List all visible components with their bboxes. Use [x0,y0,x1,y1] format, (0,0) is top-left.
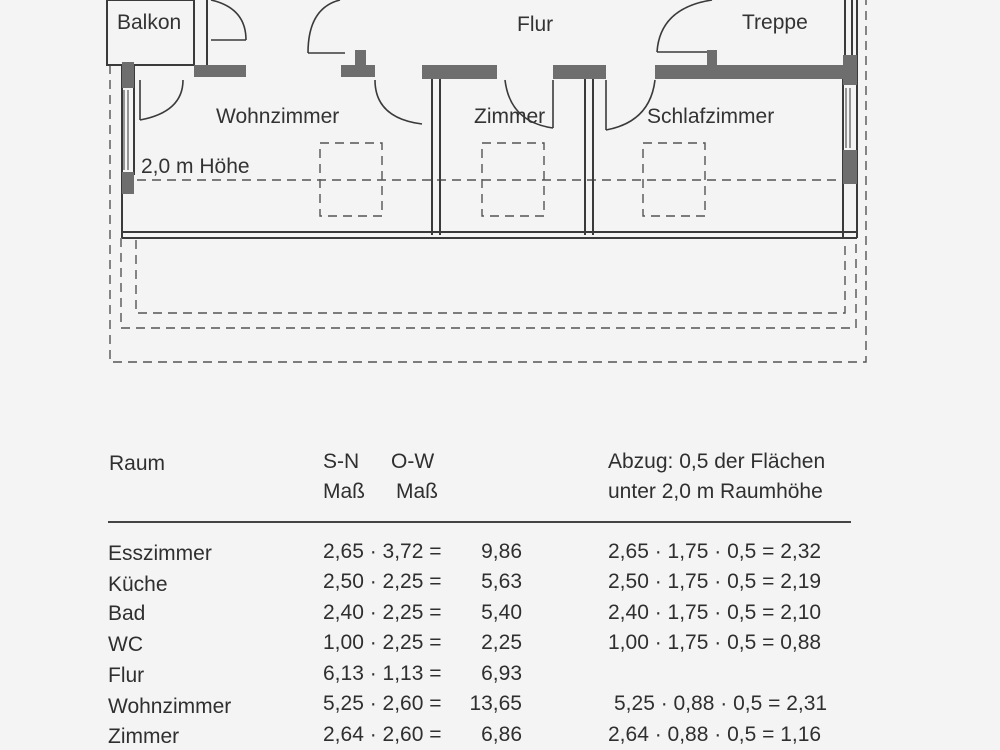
door-schlaf [605,79,656,131]
row-deduction: 1,00 · 1,75 · 0,5 = 0,88 [608,631,822,654]
flur-wall-right [844,0,853,55]
outline-dashed-middle [120,238,857,329]
skylight-wohnzimmer [319,142,383,217]
row-deduction: 2,50 · 1,75 · 0,5 = 2,19 [608,570,822,593]
door-balkon [210,0,247,41]
outline-dashed-outer [109,0,867,363]
room-label-schlafzimmer: Schlafzimmer [647,105,775,128]
row-room: Zimmer [108,725,180,748]
table-header-rule [108,521,851,523]
skylight-zimmer [481,142,545,217]
row-calc: 1,00 · 2,25 = [323,631,442,654]
south-wall [122,231,857,239]
header-deduction-line1: Abzug: 0,5 der Flächen [608,450,826,473]
partition-wohn-zimmer [431,75,441,235]
door-flur-left [307,0,341,54]
row-area: 6,93 [481,662,522,685]
room-label-treppe: Treppe [742,11,808,34]
row-room: Bad [108,602,146,625]
row-calc: 2,65 · 3,72 = [323,540,442,563]
row-area: 6,86 [481,723,522,746]
row-calc: 6,13 · 1,13 = [323,662,442,685]
header-sn-line1: S-N [323,450,360,473]
balkon-wall-right [193,0,208,65]
header-deduction-line2: unter 2,0 m Raumhöhe [608,480,823,503]
header-sn-line2: Maß [323,480,365,503]
row-area: 9,86 [481,540,522,563]
row-area: 13,65 [469,692,522,715]
header-room: Raum [109,452,166,475]
row-room: Esszimmer [108,542,212,565]
row-area: 2,25 [481,631,522,654]
row-area: 5,63 [481,570,522,593]
room-label-flur: Flur [517,13,554,36]
row-room: Küche [108,573,168,596]
row-deduction: 5,25 · 0,88 · 0,5 = 2,31 [614,692,828,715]
row-area: 5,40 [481,601,522,624]
row-calc: 2,40 · 2,25 = [323,601,442,624]
row-room: Flur [108,664,145,687]
row-room: Wohnzimmer [108,695,232,718]
door-wohn-flur [374,79,423,125]
row-room: WC [108,633,143,656]
row-calc: 2,50 · 2,25 = [323,570,442,593]
skylight-schlafzimmer [642,142,706,217]
floor-plan [106,0,867,363]
door-zimmer [504,79,554,129]
row-calc: 5,25 · 2,60 = [323,692,442,715]
header-ow-line1: O-W [391,450,435,473]
room-label-zimmer: Zimmer [474,105,546,128]
outline-dashed-inner [135,240,846,314]
row-deduction: 2,64 · 0,88 · 0,5 = 1,16 [608,723,822,746]
row-calc: 2,64 · 2,60 = [323,723,442,746]
room-label-balkon: Balkon [117,11,182,34]
room-label-wohnzimmer: Wohnzimmer [216,105,340,128]
header-ow-line2: Maß [396,480,438,503]
partition-zimmer-schlaf [584,75,594,235]
door-wohn-left [139,79,184,121]
height-line-label: 2,0 m Höhe [141,155,250,178]
row-deduction: 2,40 · 1,75 · 0,5 = 2,10 [608,601,822,624]
door-treppe [656,0,713,53]
row-deduction: 2,65 · 1,75 · 0,5 = 2,32 [608,540,822,563]
